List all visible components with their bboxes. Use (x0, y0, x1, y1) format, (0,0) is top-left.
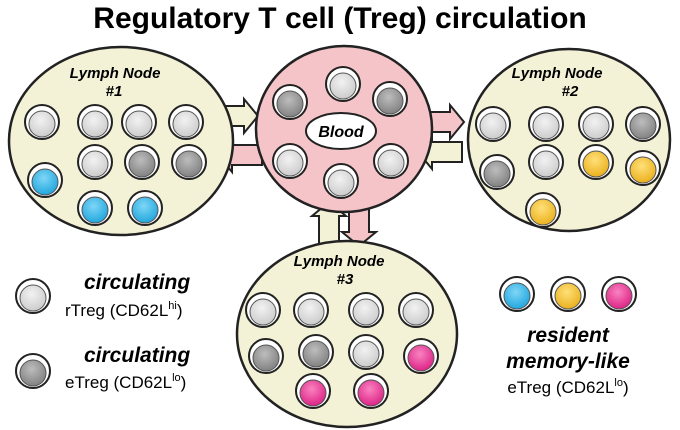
ln2-cell-yellow (625, 150, 661, 186)
legend-etreg-label: eTreg (CD62Llo) (65, 372, 186, 392)
legend-etreg-cell (15, 353, 51, 389)
ln2-cell-light (578, 106, 614, 142)
ln3-cell-light (348, 334, 384, 370)
legend-resident-label: eTreg (CD62Llo) (507, 377, 628, 397)
lymph-node-3 (235, 239, 459, 429)
lymph-node-3-number: #3 (337, 271, 354, 288)
ln1-cell-blue (127, 190, 163, 226)
ln1-cell-dark (171, 144, 207, 180)
lymph-node-2 (466, 47, 672, 233)
lymph-node-3-label: Lymph Node (294, 253, 385, 270)
ln2-cell-dark (625, 106, 661, 142)
ln3-cell-dark (248, 338, 284, 374)
legend-rtreg-cell (15, 278, 51, 314)
legend-resident-title-2: memory-like (506, 350, 630, 373)
ln2-cell-light (475, 106, 511, 142)
legend-resident-title-1: resident (527, 324, 610, 347)
ln1-cell-blue (77, 190, 113, 226)
lymph-node-2-label: Lymph Node (512, 65, 603, 82)
ln3-cell-light (398, 292, 434, 328)
ln3-cell-dark (298, 334, 334, 370)
legend-resident-cell-magenta (601, 276, 637, 312)
lymph-node-1-number: #1 (106, 83, 123, 100)
ln2-cell-light (528, 144, 564, 180)
ln3-cell-light (245, 292, 281, 328)
blood-cell-light (323, 163, 359, 199)
ln1-cell-light (168, 104, 204, 140)
ln1-cell-blue (27, 162, 63, 198)
legend-rtreg-label: rTreg (CD62Lhi) (65, 300, 183, 320)
ln3-cell-magenta (353, 373, 389, 409)
ln1-cell-light (121, 104, 157, 140)
blood-cell-light (325, 66, 361, 102)
blood-cell-dark (372, 81, 408, 117)
ln3-cell-magenta (403, 338, 439, 374)
legend-resident-cell-yellow (550, 276, 586, 312)
ln1-cell-light (24, 104, 60, 140)
ln1-cell-light (77, 104, 113, 140)
arrows (213, 96, 466, 248)
ln2-cell-dark (479, 154, 515, 190)
lymph-node-1 (7, 45, 235, 237)
ln3-cell-light (348, 292, 384, 328)
ln1-cell-dark (124, 144, 160, 180)
legend-resident-cell-blue (499, 276, 535, 312)
legend-rtreg-title: circulating (84, 271, 190, 294)
lymph-node-1-label: Lymph Node (70, 65, 161, 82)
blood-label: Blood (318, 124, 365, 141)
cells-layer (15, 66, 661, 409)
blood-label-oval (305, 112, 377, 150)
blood-cell-dark (272, 84, 308, 120)
blood-cell-light (373, 143, 409, 179)
ln2-cell-yellow (578, 144, 614, 180)
ln1-cell-light (77, 144, 113, 180)
lymph-node-2-number: #2 (562, 83, 579, 100)
blood-cell-light (272, 143, 308, 179)
ln2-cell-light (528, 106, 564, 142)
ln3-cell-magenta (295, 373, 331, 409)
legend-etreg-title: circulating (84, 344, 190, 367)
ln2-cell-yellow (525, 192, 561, 228)
diagram-title: Regulatory T cell (Treg) circulation (93, 2, 587, 35)
ln3-cell-light (293, 292, 329, 328)
